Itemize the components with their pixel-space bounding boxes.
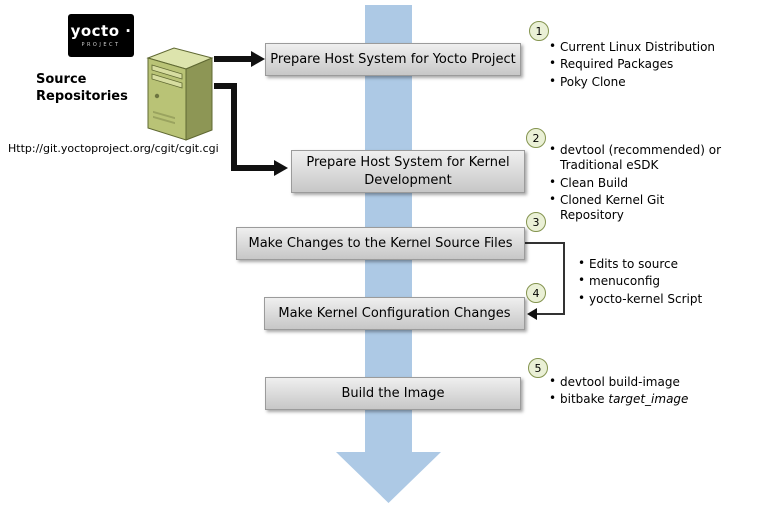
server-icon [136,38,220,150]
step5-bullets: devtool build-image bitbake target_image [548,374,753,410]
step2-bullets: devtool (recommended) or Traditional eSD… [548,142,730,226]
bracket-step3-horizontal [525,242,565,244]
bullet-item: Current Linux Distribution [548,39,753,55]
bullet-item: devtool build-image [548,374,753,390]
step-number-badge-2: 2 [526,128,546,148]
yocto-logo-text: yocto · [70,21,132,40]
bitbake-target-image: target_image [608,392,689,407]
connector-server-to-step2-arrowhead [274,160,288,176]
step1-bullets: Current Linux Distribution Required Pack… [548,39,753,92]
server-icon-svg [146,47,214,141]
yocto-logo: yocto · PROJECT [68,14,134,57]
bullet-item: Required Packages [548,56,753,72]
bullet-item: menuconfig [577,273,742,289]
connector-server-to-step2-seg1 [214,83,237,89]
connector-server-to-step2-seg3 [231,165,275,171]
bullet-item: Clean Build [548,175,730,191]
step-number-badge-5: 5 [528,358,548,378]
step-box-1: Prepare Host System for Yocto Project [265,43,521,76]
bracket-step4-arrowhead [527,308,537,320]
step-box-5: Build the Image [265,377,521,410]
bitbake-prefix: bitbake [560,392,605,407]
bullet-item: Cloned Kernel Git Repository [548,192,730,224]
step-5-label: Build the Image [341,385,445,401]
step-box-3: Make Changes to the Kernel Source Files [236,227,525,260]
step-1-label: Prepare Host System for Yocto Project [270,51,516,67]
connector-server-to-step2-seg2 [231,83,237,168]
step-number-badge-3: 3 [526,212,546,232]
bullet-item: bitbake target_image [548,391,753,407]
bullet-item: devtool (recommended) or Traditional eSD… [548,142,730,174]
source-repositories-label: Source Repositories [36,72,128,104]
step-3-label: Make Changes to the Kernel Source Files [248,235,513,251]
bullet-item: yocto-kernel Script [577,291,742,307]
step-number-badge-1: 1 [529,21,549,41]
step-number-badge-4: 4 [526,283,546,303]
bracket-vertical [563,242,565,314]
bracket-step4-horizontal [537,313,565,315]
yocto-logo-subtext: PROJECT [81,41,121,48]
bullet-item: Poky Clone [548,74,753,90]
connector-server-to-step1 [214,56,252,62]
step-4-label: Make Kernel Configuration Changes [278,305,511,321]
step3-4-shared-bullets: Edits to source menuconfig yocto-kernel … [577,256,742,309]
step-2-label: Prepare Host System for Kernel Developme… [306,154,510,188]
git-url: Http://git.yoctoproject.org/cgit/cgit.cg… [8,142,219,155]
step-box-2: Prepare Host System for Kernel Developme… [291,150,525,193]
connector-server-to-step1-arrowhead [251,51,265,67]
bullet-item: Edits to source [577,256,742,272]
step-box-4: Make Kernel Configuration Changes [264,297,525,330]
